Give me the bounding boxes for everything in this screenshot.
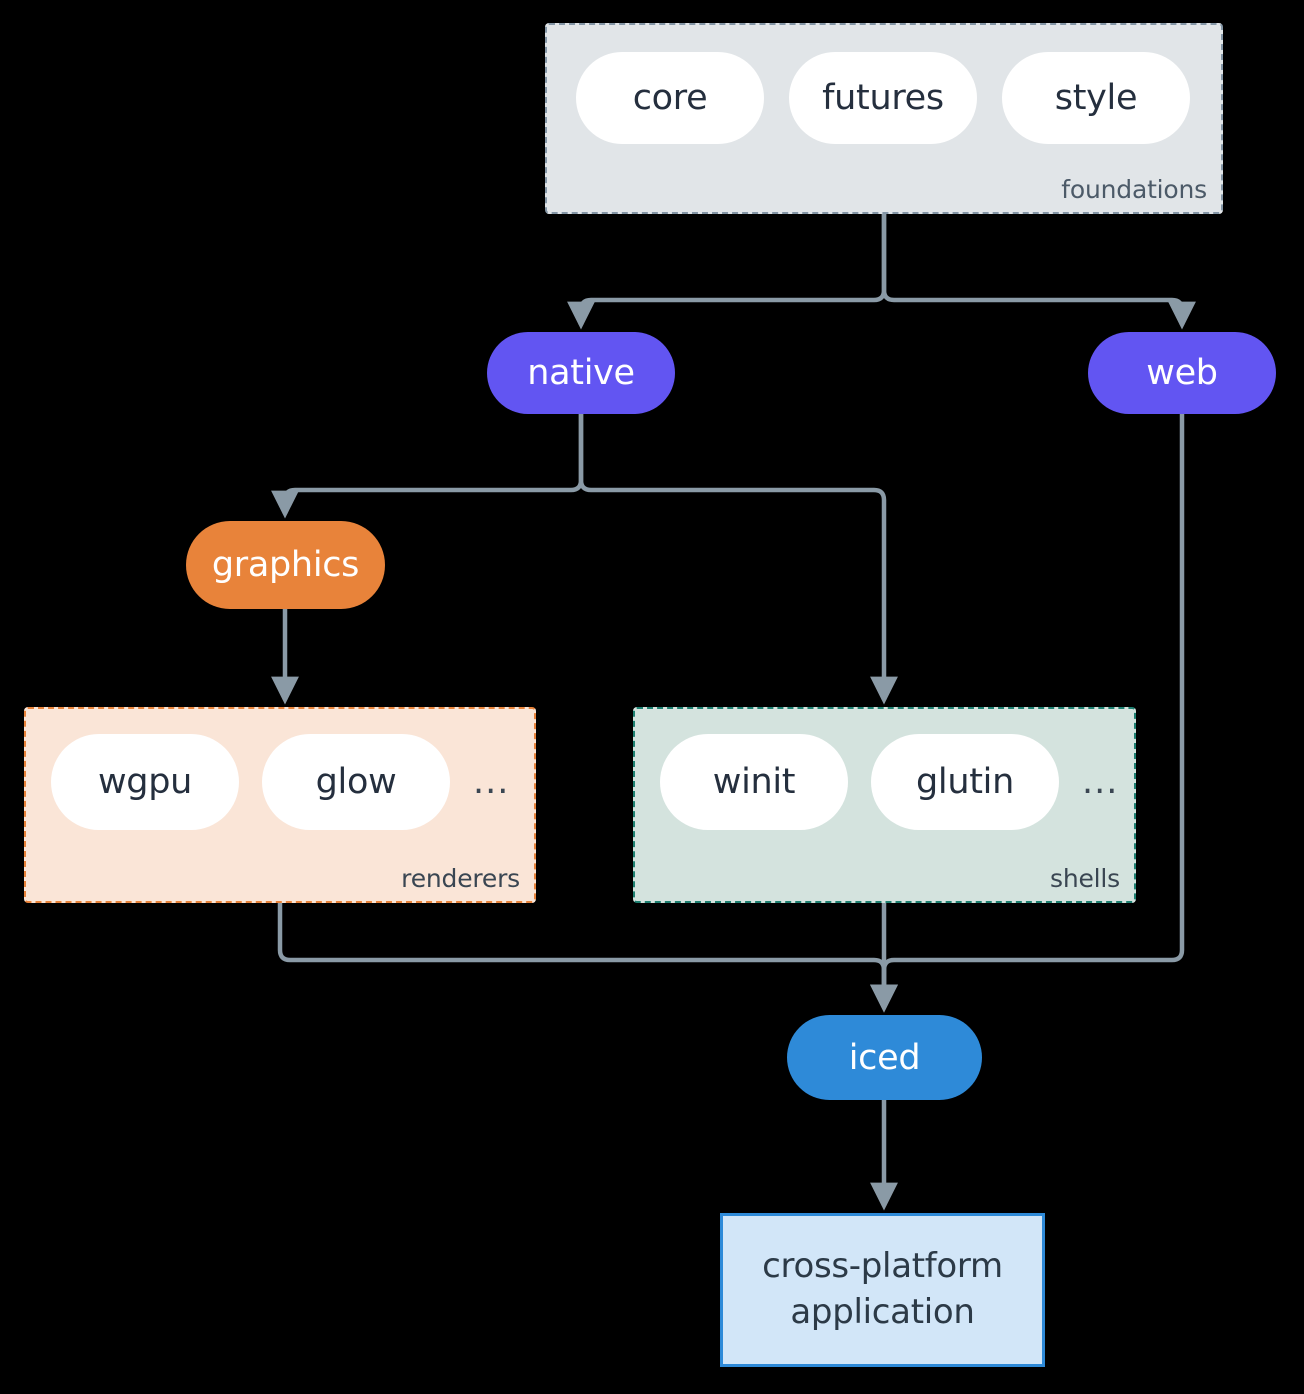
group-renderers: wgpu glow ... renderers <box>24 707 536 903</box>
node-style[interactable]: style <box>1002 52 1190 144</box>
node-glow[interactable]: glow <box>262 734 450 830</box>
node-graphics[interactable]: graphics <box>186 521 385 609</box>
node-core[interactable]: core <box>576 52 764 144</box>
edge-renderers-iced <box>277 903 898 1013</box>
renderers-items: wgpu glow ... <box>51 734 509 830</box>
node-winit[interactable]: winit <box>660 734 848 830</box>
edge-foundations-native <box>567 214 887 330</box>
group-label-shells: shells <box>1050 864 1120 893</box>
node-native[interactable]: native <box>487 332 675 414</box>
shells-more-ellipsis: ... <box>1082 761 1119 802</box>
node-iced[interactable]: iced <box>787 1015 982 1100</box>
edge-native-shells <box>578 414 898 705</box>
shells-items: winit glutin ... <box>660 734 1118 830</box>
node-web[interactable]: web <box>1088 332 1276 414</box>
node-glutin[interactable]: glutin <box>871 734 1059 830</box>
edge-foundations-web <box>881 214 1196 330</box>
group-shells: winit glutin ... shells <box>633 707 1136 903</box>
application-label-line2: application <box>790 1292 975 1332</box>
foundations-items: core futures style <box>576 52 1190 144</box>
node-futures[interactable]: futures <box>789 52 977 144</box>
application-label-line1: cross-platform <box>762 1246 1003 1287</box>
edge-native-graphics <box>271 414 584 519</box>
node-cross-platform-application[interactable]: cross-platform application <box>720 1213 1045 1367</box>
renderers-more-ellipsis: ... <box>473 761 510 802</box>
group-foundations: core futures style foundations <box>545 23 1223 214</box>
group-label-renderers: renderers <box>401 864 520 893</box>
node-wgpu[interactable]: wgpu <box>51 734 239 830</box>
group-label-foundations: foundations <box>1061 175 1207 204</box>
